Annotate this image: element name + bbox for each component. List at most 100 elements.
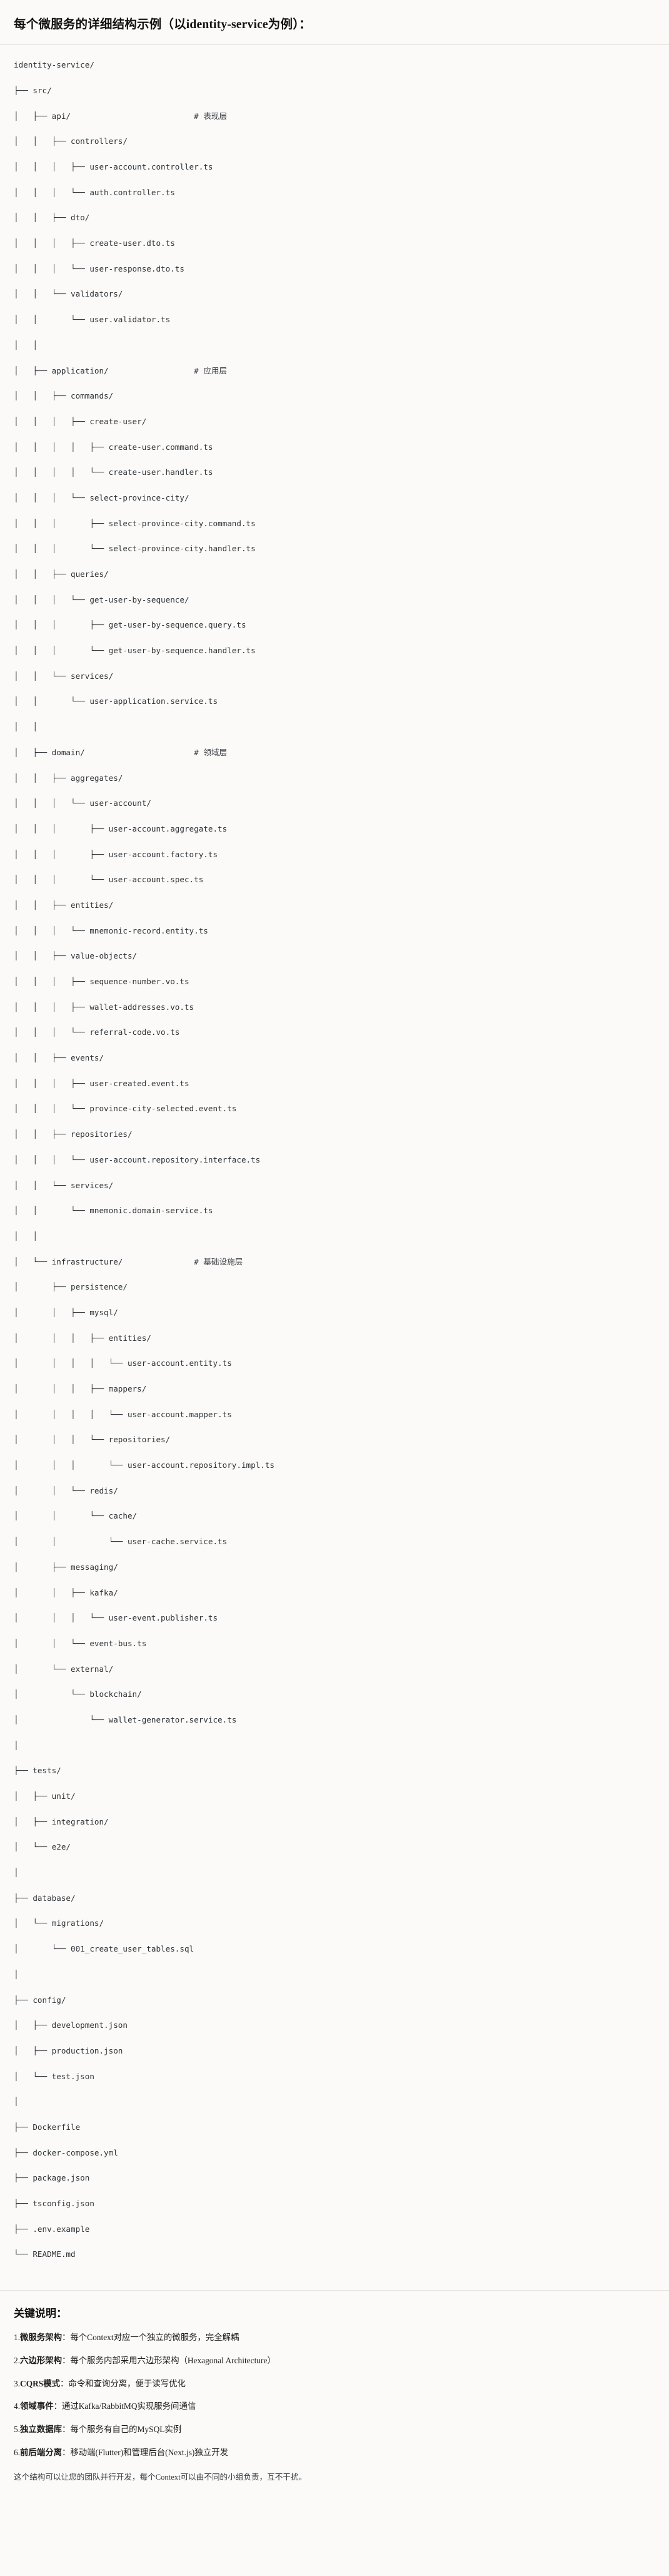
tree-line-path: │ │ [14,1231,38,1241]
tree-line: │ │ │ └── repositories/ [14,1433,655,1446]
tree-line: │ ├── development.json [14,2019,655,2032]
tree-line: │ │ │ ├── create-user/ [14,415,655,428]
tree-line-path: │ ├── messaging/ [14,1562,118,1572]
tree-line-path: │ │ ├── events/ [14,1053,104,1063]
tree-line-path: └── README.md [14,2249,76,2259]
tree-line: │ │ │ ├── sequence-number.vo.ts [14,975,655,988]
tree-line: │ │ │ │ └── user-account.mapper.ts [14,1408,655,1421]
tree-line: │ └── 001_create_user_tables.sql [14,1943,655,1955]
tree-line-path: │ │ │ ├── create-user/ [14,416,147,426]
tree-line: │ │ │ ├── mappers/ [14,1383,655,1395]
tree-line: │ │ │ └── get-user-by-sequence/ [14,594,655,606]
tree-line: │ │ │ ├── select-province-city.command.t… [14,517,655,530]
tree-line: │ ├── unit/ [14,1790,655,1803]
tree-line-path: │ │ └── cache/ [14,1511,138,1521]
tree-line-path: │ │ └── user.validator.ts [14,315,171,325]
key-note-description: ：每个Context对应一个独立的微服务，完全解耦 [62,2333,239,2343]
tree-line: │ │ │ └── user-account.repository.impl.t… [14,1459,655,1472]
key-note-item: 6.前后端分离：移动端(Flutter)和管理后台(Next.js)独立开发 [14,2446,655,2460]
tree-line: │ │ │ └── get-user-by-sequence.handler.t… [14,644,655,657]
tree-line-path: │ ├── persistence/ [14,1282,128,1292]
tree-line-path: ├── config/ [14,1995,66,2005]
tree-line: │ │ └── services/ [14,670,655,683]
tree-line-path: │ │ ├── mysql/ [14,1307,118,1317]
tree-line-path: │ │ └── user-application.service.ts [14,696,218,706]
key-note-term: 前后端分离 [20,2447,62,2457]
tree-line: │ │ ├── dto/ [14,211,655,224]
tree-line: │ ├── production.json [14,2045,655,2057]
tree-line-path: │ │ │ │ └── create-user.handler.ts [14,467,213,477]
tree-line-path: │ ├── production.json [14,2045,123,2055]
tree-line-path: │ │ │ └── province-city-selected.event.t… [14,1104,237,1114]
tree-line: │ │ │ ├── user-account.aggregate.ts [14,823,655,835]
tree-line-path: │ │ │ └── user-account.spec.ts [14,875,204,885]
tree-line: │ │ │ └── user-event.publisher.ts [14,1612,655,1624]
tree-line: │ │ │ │ └── create-user.handler.ts [14,466,655,479]
tree-line: ├── config/ [14,1994,655,2007]
tree-line-path: │ │ │ └── get-user-by-sequence.handler.t… [14,646,256,656]
tree-line-path: │ [14,1868,19,1878]
key-note-item: 3.CQRS模式：命令和查询分离，便于读写优化 [14,2378,655,2391]
tree-line-path: │ ├── domain/ [14,747,194,757]
tree-line-path: │ │ ├── entities/ [14,900,114,910]
tree-line-path: │ │ [14,722,38,732]
tree-line-path: │ │ ├── repositories/ [14,1129,133,1139]
tree-line: │ ├── messaging/ [14,1561,655,1574]
tree-line-path: ├── Dockerfile [14,2122,81,2132]
tree-line: │ └── infrastructure/ # 基础设施层 [14,1256,655,1268]
tree-line: ├── database/ [14,1892,655,1905]
tree-line: │ │ ├── controllers/ [14,135,655,148]
tree-line: │ │ └── user.validator.ts [14,313,655,326]
tree-line: │ └── test.json [14,2070,655,2083]
tree-line: │ │ ├── events/ [14,1052,655,1064]
tree-line: │ │ └── user-cache.service.ts [14,1535,655,1548]
tree-line-path: │ │ │ ├── user-account.aggregate.ts [14,823,228,833]
tree-line-path: │ │ │ └── user-response.dto.ts [14,263,184,273]
tree-line-path: identity-service/ [14,60,94,70]
key-note-term: 领域事件 [20,2401,54,2411]
key-note-index: 6. [14,2447,21,2457]
tree-line: │ ├── api/ # 表现层 [14,110,655,123]
key-note-term: 微服务架构 [20,2333,62,2343]
tree-line: │ │ ├── commands/ [14,390,655,402]
tree-line: │ │ ├── mysql/ [14,1306,655,1319]
tree-line-path: │ └── e2e/ [14,1842,71,1852]
tree-line: │ └── e2e/ [14,1841,655,1853]
tree-line: │ │ │ ├── create-user.dto.ts [14,237,655,250]
tree-line: ├── .env.example [14,2223,655,2236]
tree-line-path: │ │ │ ├── wallet-addresses.vo.ts [14,1002,194,1012]
tree-line: │ │ │ └── mnemonic-record.entity.ts [14,925,655,937]
tree-line-path: │ │ └── redis/ [14,1485,118,1495]
tree-line: ├── tsconfig.json [14,2197,655,2210]
tree-line-path: │ │ └── mnemonic.domain-service.ts [14,1206,213,1216]
tree-line-path: │ └── external/ [14,1664,114,1674]
tree-line: │ │ │ ├── get-user-by-sequence.query.ts [14,619,655,631]
tree-line-path: │ └── test.json [14,2071,94,2081]
tree-line-path: │ │ │ │ └── user-account.mapper.ts [14,1409,232,1419]
tree-line: ├── src/ [14,84,655,97]
tree-line: │ │ [14,721,655,733]
key-note-description: ：移动端(Flutter)和管理后台(Next.js)独立开发 [62,2447,228,2457]
key-note-description: ：每个服务内部采用六边形架构（Hexagonal Architecture） [62,2355,276,2365]
tree-line: │ │ ├── value-objects/ [14,950,655,962]
tree-line: │ [14,1866,655,1879]
tree-line-path: │ │ ├── commands/ [14,391,114,401]
tree-line-path: │ │ │ ├── mappers/ [14,1384,147,1394]
tree-line-path: │ └── 001_create_user_tables.sql [14,1944,194,1954]
tree-line-path: │ │ │ └── referral-code.vo.ts [14,1027,180,1037]
tree-line-path: │ │ ├── controllers/ [14,136,128,146]
tree-line: │ │ ├── aggregates/ [14,772,655,785]
tree-line: identity-service/ [14,59,655,71]
tree-line: │ │ ├── entities/ [14,899,655,912]
tree-line: │ │ │ ├── user-account.factory.ts [14,848,655,861]
key-notes-heading: 关键说明： [14,2308,67,2320]
tree-line-path: │ │ └── event-bus.ts [14,1638,147,1648]
tree-line-path: │ │ │ │ └── user-account.entity.ts [14,1358,232,1368]
tree-line: │ │ │ │ ├── create-user.command.ts [14,441,655,454]
key-note-index: 2. [14,2355,21,2365]
tree-line: │ │ ├── repositories/ [14,1128,655,1141]
tree-line: │ │ │ │ └── user-account.entity.ts [14,1357,655,1370]
document-header: 每个微服务的详细结构示例（以identity-service为例）： [0,0,669,46]
